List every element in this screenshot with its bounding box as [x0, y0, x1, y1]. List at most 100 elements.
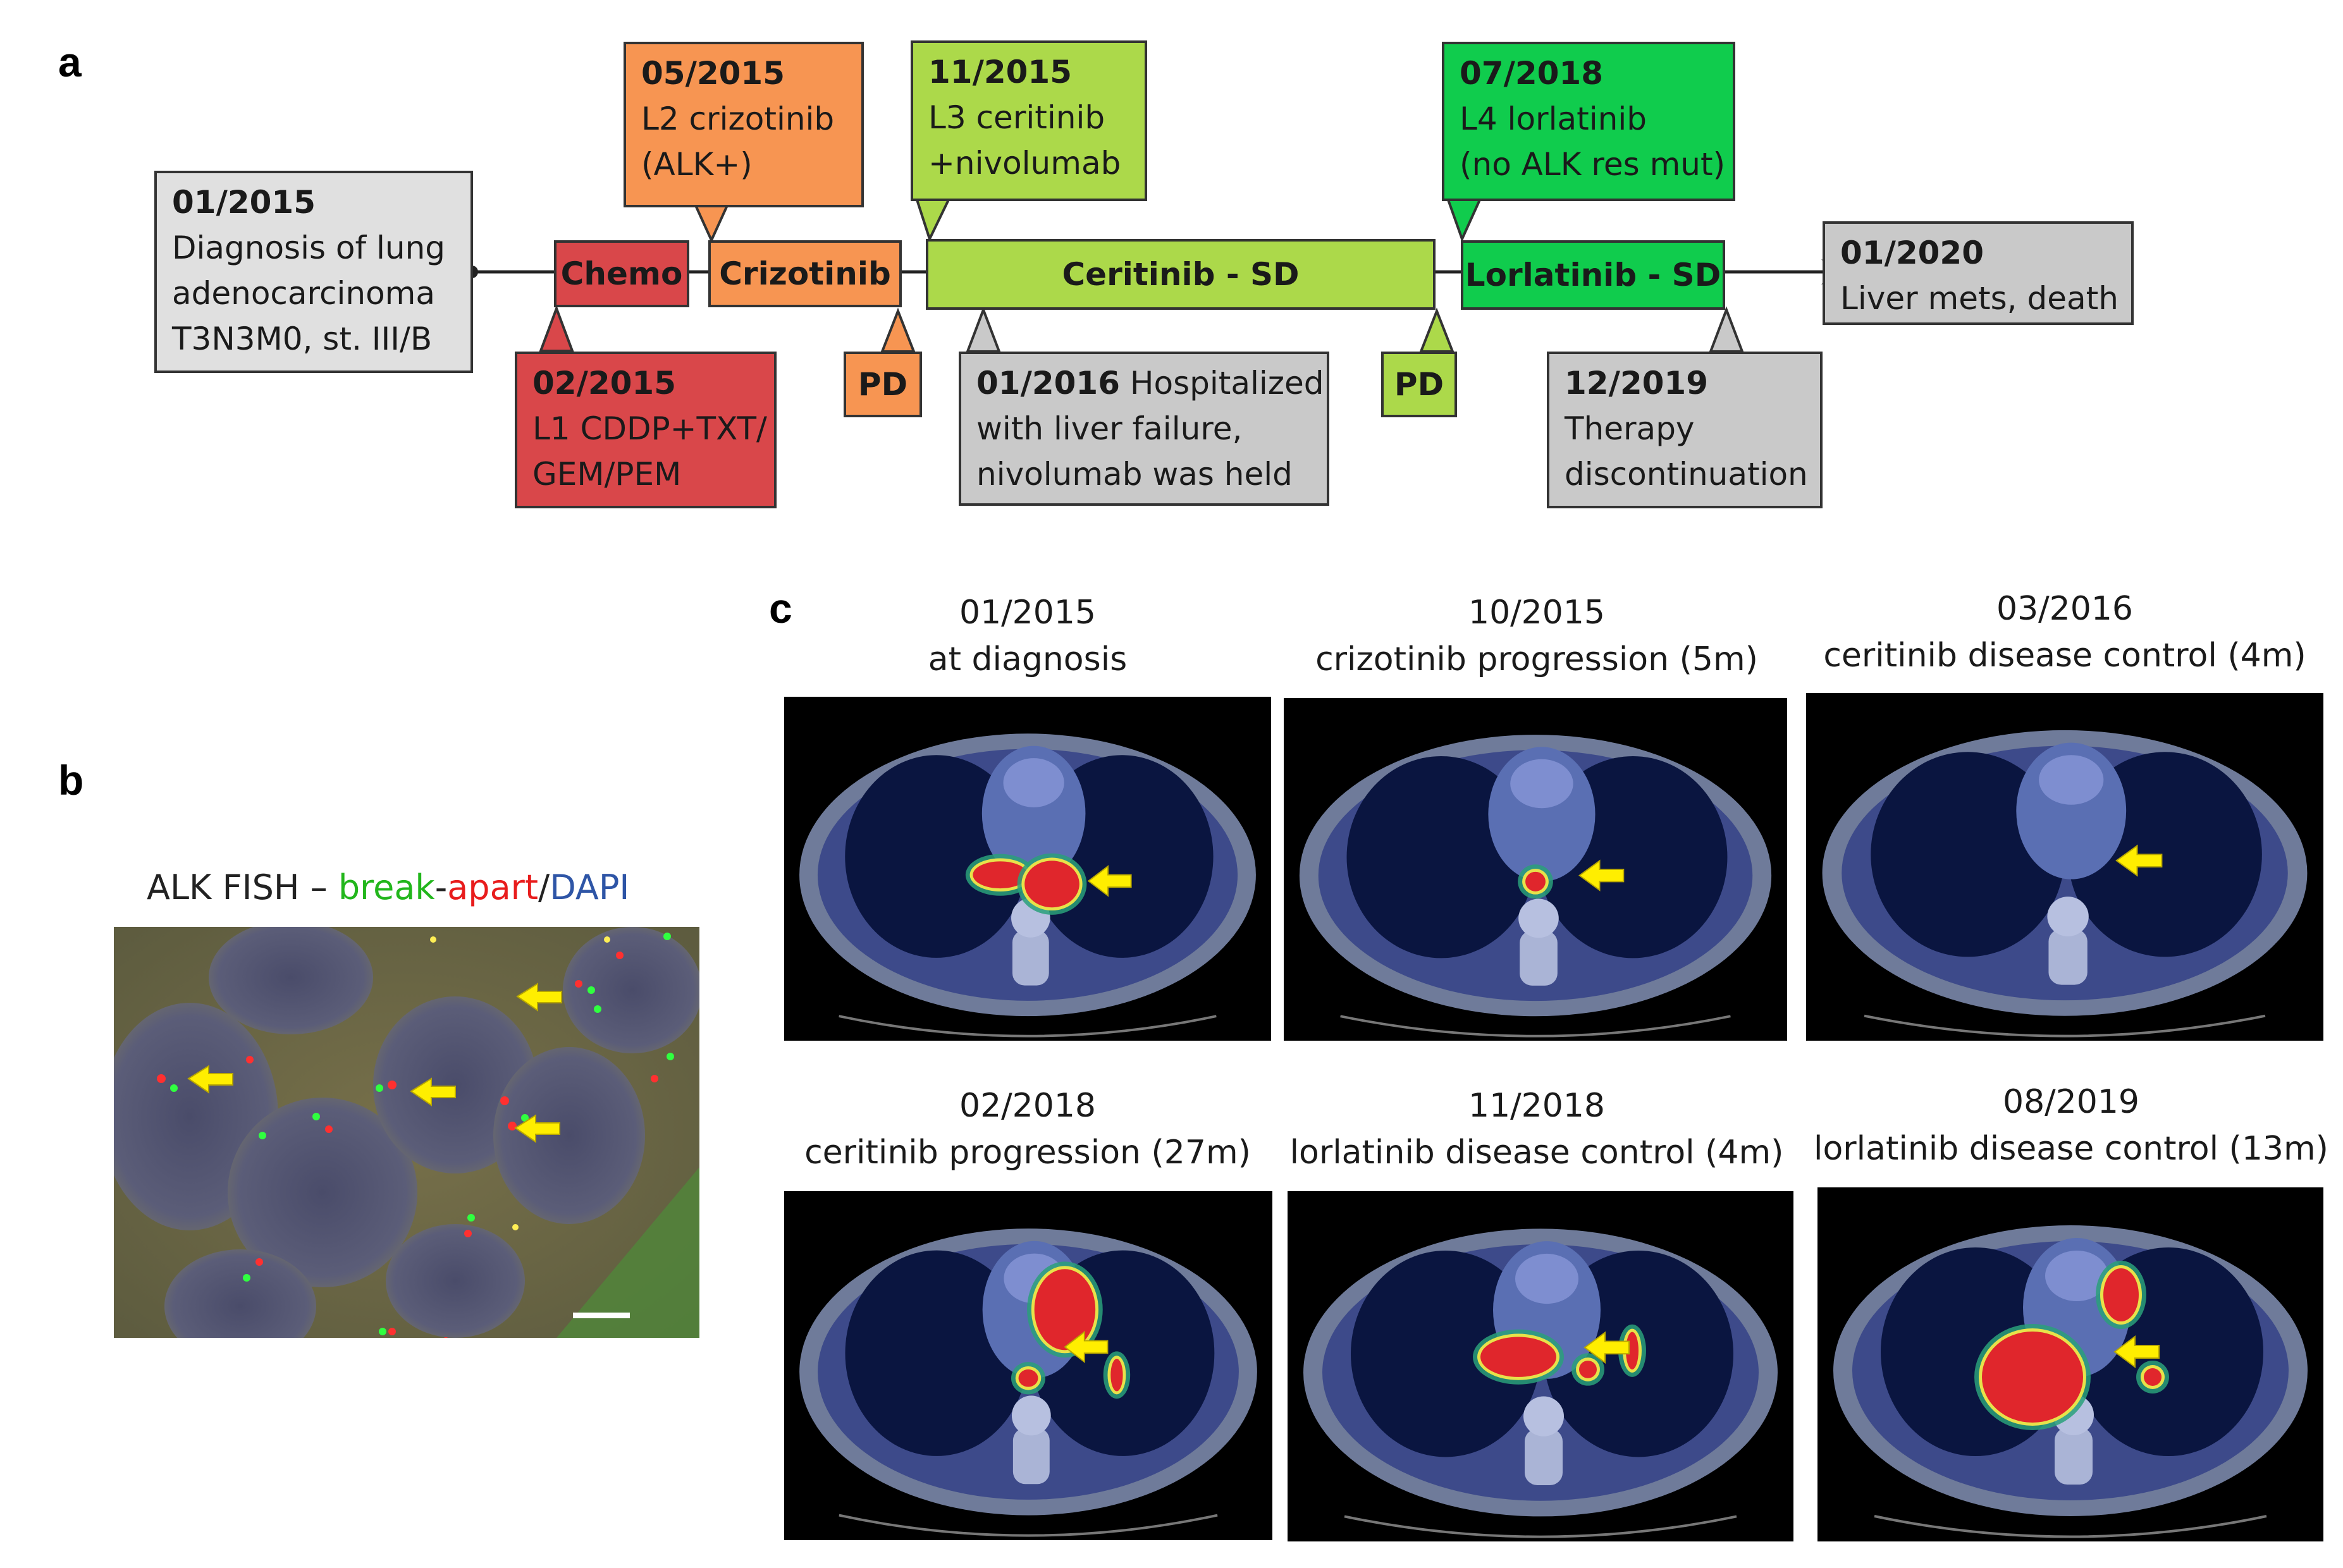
scan-6-image — [1817, 1187, 2323, 1541]
l2-line-1: L2 crizotinib — [641, 101, 835, 137]
death-date: 01/2020 — [1840, 235, 1984, 271]
l1-line-1: L1 CDDP+TXT/ — [532, 410, 767, 447]
scan-3-image — [1806, 693, 2323, 1041]
scan-3-caption: ceritinib disease control (4m) — [1823, 637, 2306, 675]
l1-pointer — [539, 305, 574, 352]
scan-2-caption: crizotinib progression (5m) — [1315, 640, 1758, 678]
l4-line-2: (no ALK res mut) — [1460, 146, 1726, 183]
fish-dapi-label: DAPI — [550, 867, 630, 907]
panel-b-label: b — [58, 757, 84, 804]
death-box: 01/2020 Liver mets, death — [1823, 221, 2134, 325]
scan-1-title: 01/2015 at diagnosis — [784, 589, 1271, 683]
fish-dash: - — [434, 867, 448, 907]
disc-line-2: discontinuation — [1565, 456, 1808, 493]
scan-5-title: 11/2018 lorlatinib disease control (4m) — [1284, 1082, 1790, 1176]
scan-4-caption: ceritinib progression (27m) — [804, 1134, 1251, 1172]
fish-arrow-3 — [514, 1114, 560, 1143]
scan-1-date: 01/2015 — [959, 594, 1097, 632]
diagnosis-date: 01/2015 — [172, 184, 316, 221]
diagnosis-line-3: T3N3M0, st. III/B — [172, 321, 433, 357]
disc-date: 12/2019 — [1565, 365, 1709, 401]
chemo-bar: Chemo — [554, 240, 689, 307]
l2-pointer — [693, 204, 730, 243]
lesion-arrow — [1064, 1330, 1109, 1364]
lorlatinib-bar: Lorlatinib - SD — [1461, 240, 1725, 310]
l2-box: 05/2015 L2 crizotinib (ALK+) — [624, 42, 864, 207]
l3-date: 11/2015 — [928, 54, 1073, 90]
lesion-arrow — [1578, 859, 1625, 891]
pd1-pointer — [880, 307, 916, 353]
discontinuation-box: 12/2019 Therapy discontinuation — [1547, 352, 1823, 508]
fish-arrow-2 — [410, 1077, 456, 1106]
hosp-pointer — [966, 306, 1001, 353]
l4-box: 07/2018 L4 lorlatinib (no ALK res mut) — [1442, 42, 1735, 201]
scan-5-image — [1288, 1191, 1793, 1541]
left-lung — [1871, 752, 2065, 957]
pd1-box: PD — [844, 352, 922, 417]
left-lung — [1346, 756, 1535, 959]
scan-6-date: 08/2019 — [2002, 1083, 2140, 1121]
diagnosis-line-1: Diagnosis of lung — [172, 230, 446, 266]
spine — [1525, 1428, 1563, 1485]
l1-date: 02/2015 — [532, 365, 677, 401]
lesion-arrow — [1584, 1331, 1630, 1364]
spine — [1012, 930, 1049, 986]
scan-drawing — [1806, 693, 2323, 1041]
lesion-arrow — [2115, 844, 2163, 877]
diagnosis-line-2: adenocarcinoma — [172, 275, 436, 312]
l2-line-2: (ALK+) — [641, 146, 753, 183]
scan-2-image — [1284, 698, 1787, 1041]
death-line-1: Liver mets, death — [1840, 280, 2119, 317]
disc-line-1: Therapy — [1565, 410, 1695, 447]
left-lung — [845, 1250, 1028, 1456]
l3-box: 11/2015 L3 ceritinib +nivolumab — [911, 40, 1147, 201]
scan-5-caption: lorlatinib disease control (4m) — [1289, 1134, 1784, 1172]
diagnosis-box: 01/2015 Diagnosis of lung adenocarcinoma… — [154, 171, 473, 373]
l3-line-1: L3 ceritinib — [928, 99, 1105, 136]
left-lung — [845, 755, 1028, 958]
panel-c-label: c — [769, 585, 792, 632]
scan-6-title: 08/2019 lorlatinib disease control (13m) — [1809, 1079, 2334, 1172]
disc-pointer — [1709, 306, 1744, 353]
panel-a-label: a — [58, 39, 82, 85]
fish-arrow-1 — [187, 1065, 233, 1094]
hosp-line-2: nivolumab was held — [976, 456, 1293, 493]
l1-line-2: GEM/PEM — [532, 456, 682, 493]
spine — [2048, 929, 2088, 985]
left-lung — [1351, 1250, 1540, 1457]
scan-4-title: 02/2018 ceritinib progression (27m) — [784, 1082, 1271, 1176]
scan-drawing — [1817, 1187, 2323, 1541]
fish-break-label: break — [338, 867, 435, 907]
fish-title: ALK FISH – break-apart/DAPI — [147, 867, 629, 907]
hosp-date: 01/2016 — [976, 365, 1121, 401]
pd2-box: PD — [1381, 352, 1457, 417]
fish-title-prefix: ALK FISH – — [147, 867, 338, 907]
scan-3-title: 03/2016 ceritinib disease control (4m) — [1796, 585, 2334, 679]
scan-5-date: 11/2018 — [1468, 1087, 1606, 1125]
l2-date: 05/2015 — [641, 55, 785, 92]
scan-1-caption: at diagnosis — [928, 640, 1128, 678]
fish-apart-label: apart — [447, 867, 539, 907]
scan-drawing — [784, 1191, 1272, 1540]
l3-pointer — [915, 199, 951, 243]
l4-pointer — [1446, 199, 1482, 243]
scan-6-caption: lorlatinib disease control (13m) — [1814, 1130, 2328, 1168]
scan-drawing — [1288, 1191, 1793, 1541]
crizotinib-bar: Crizotinib — [708, 240, 902, 307]
pd2-pointer — [1419, 307, 1454, 353]
fish-image — [114, 927, 699, 1338]
scan-4-date: 02/2018 — [959, 1087, 1097, 1125]
scan-2-date: 10/2015 — [1468, 594, 1606, 632]
hospitalization-box: 01/2016 Hospitalized with liver failure,… — [959, 352, 1329, 506]
scan-drawing — [784, 697, 1271, 1041]
spine — [1520, 930, 1558, 986]
scan-4-image — [784, 1191, 1272, 1540]
spine — [1012, 1428, 1050, 1485]
hosp-line-1: with liver failure, — [976, 410, 1243, 447]
spine — [2055, 1428, 2093, 1485]
scan-3-date: 03/2016 — [1996, 590, 2134, 628]
l1-box: 02/2015 L1 CDDP+TXT/ GEM/PEM — [515, 352, 777, 508]
l4-line-1: L4 lorlatinib — [1460, 101, 1647, 137]
lesion-arrow — [1087, 865, 1132, 897]
l4-date: 07/2018 — [1460, 55, 1604, 92]
